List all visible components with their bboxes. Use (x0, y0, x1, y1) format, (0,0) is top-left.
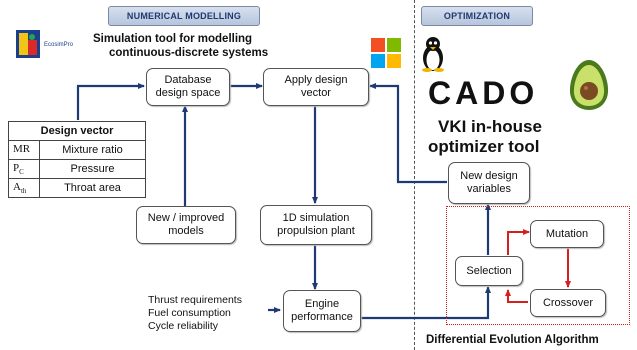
table-row: PC Pressure (8, 159, 146, 179)
differential-evolution-frame (446, 206, 630, 325)
table-row: Ath Throat area (8, 178, 146, 198)
arrow-selection-to-mutation (507, 229, 530, 255)
ecosim-tagline-1: Simulation tool for modelling (93, 33, 253, 45)
arrow-engine-to-selection (360, 286, 491, 320)
label-pressure: Pressure (39, 159, 146, 179)
cado-logo-text: CADO (428, 75, 539, 111)
selection-box: Selection (455, 256, 523, 286)
windows-logo-icon (371, 38, 401, 68)
list-item: Thrust requirements (148, 294, 242, 306)
arrow-vector-to-database (76, 83, 145, 120)
crossover-box: Crossover (530, 289, 606, 317)
symbol-ath: Ath (8, 178, 40, 198)
numerical-modelling-header: NUMERICAL MODELLING (108, 6, 260, 26)
ecosim-tagline-2: continuous-discrete systems (109, 47, 269, 59)
symbol-pc: PC (8, 159, 40, 179)
differential-evolution-label: Differential Evolution Algorithm (426, 334, 599, 346)
cado-description-1: VKI in-house (438, 117, 542, 136)
section-divider (414, 0, 415, 350)
symbol-mr: MR (8, 140, 40, 160)
label-mixture-ratio: Mixture ratio (39, 140, 146, 160)
mutation-box: Mutation (530, 220, 604, 248)
ecosimpro-logo-text: EcosimPro (44, 42, 74, 48)
avocado-icon (567, 58, 611, 112)
list-item: Fuel consumption (148, 307, 231, 319)
requirements-list: Thrust requirements Fuel consumption Cyc… (148, 294, 268, 333)
arrow-crossover-to-selection (505, 289, 528, 303)
linux-tux-icon (420, 36, 446, 72)
label-throat-area: Throat area (39, 178, 146, 198)
design-vector-title: Design vector (8, 121, 146, 141)
table-row: MR Mixture ratio (8, 140, 146, 160)
optimization-header: OPTIMIZATION (421, 6, 533, 26)
list-item: Cycle reliability (148, 320, 219, 332)
ecosimpro-logo-icon (16, 30, 40, 58)
cado-description-2: optimizer tool (428, 137, 540, 156)
design-vector-table: Design vector MR Mixture ratio PC Pressu… (8, 121, 146, 198)
arrow-newvars-to-apply (369, 83, 447, 184)
